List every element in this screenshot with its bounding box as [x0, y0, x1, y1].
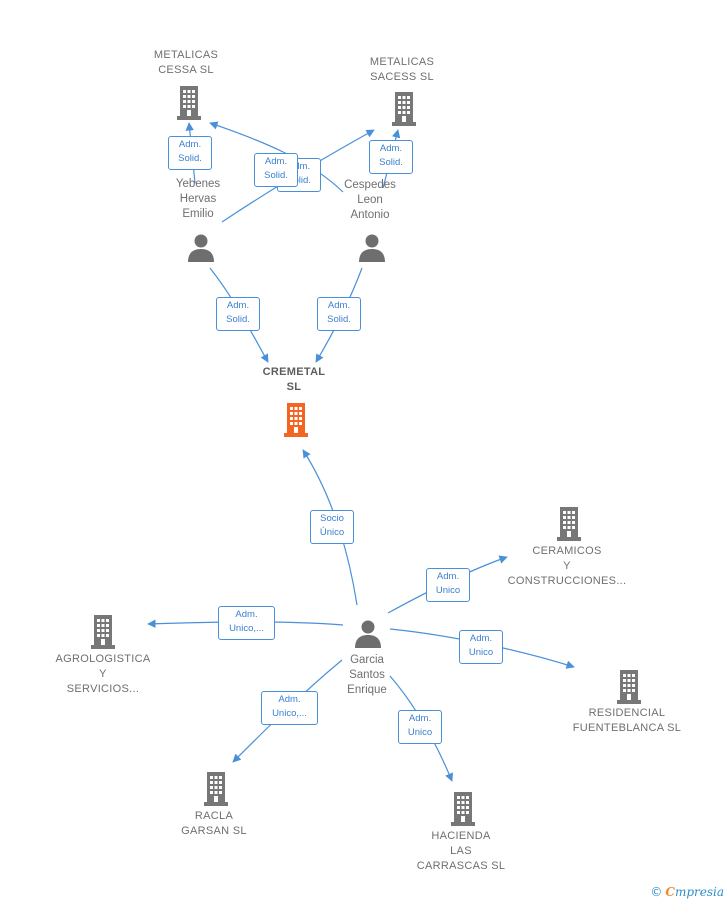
residencial-building-icon — [617, 670, 641, 704]
brand-rest: mpresia — [674, 885, 724, 899]
node-label-hacienda[interactable]: HACIENDA LAS CARRASCAS SL — [416, 830, 506, 872]
garcia-person-icon — [355, 620, 381, 648]
agrologistica-building-icon — [91, 615, 115, 649]
node-label-yebenes[interactable]: Yebenes Hervas Emilio — [175, 178, 221, 220]
node-label-cespedes[interactable]: Cespedes Leon Antonio — [344, 179, 396, 221]
edge-cespedes-cessa — [209, 121, 344, 193]
ceramicos-building-icon — [557, 507, 581, 541]
edge-label-garcia-residencial: Adm. Unico — [459, 630, 503, 664]
edge-label-garcia-racla: Adm. Unico,... — [261, 691, 318, 725]
edge-label-cespedes-cremetal: Adm. Solid. — [317, 297, 361, 331]
node-label-ceramicos[interactable]: CERAMICOS Y CONSTRUCCIONES... — [507, 545, 627, 587]
edge-label-garcia-cremetal: Socio Único — [310, 510, 354, 544]
yebenes-person-icon — [188, 234, 214, 262]
edge-label-garcia-ceramicos: Adm. Unico — [426, 568, 470, 602]
metalicas-sacess-building-icon — [392, 92, 416, 126]
node-label-metalicas-sacess[interactable]: METALICAS SACESS SL — [369, 56, 435, 83]
empresia-logo[interactable]: ©Cmpresia — [650, 885, 724, 899]
edge-label-garcia-hacienda: Adm. Unico — [398, 710, 442, 744]
node-label-garcia[interactable]: Garcia Santos Enrique — [347, 654, 387, 696]
edge-label-yebenes-cremetal: Adm. Solid. — [216, 297, 260, 331]
hacienda-building-icon — [451, 792, 475, 826]
edge-label-garcia-agro: Adm. Unico,... — [218, 606, 275, 640]
node-label-racla[interactable]: RACLA GARSAN SL — [181, 810, 247, 837]
copyright-symbol: © — [650, 885, 663, 899]
cespedes-person-icon — [359, 234, 385, 262]
brand-initial: C — [665, 885, 675, 899]
node-label-agrologistica[interactable]: AGROLOGISTICA Y SERVICIOS... — [55, 653, 151, 695]
cremetal-building-icon — [284, 403, 308, 437]
edge-label-cespedes-sacess: Adm. Solid. — [369, 140, 413, 174]
node-label-cremetal[interactable]: CREMETAL SL — [262, 366, 326, 393]
node-label-residencial[interactable]: RESIDENCIAL FUENTEBLANCA SL — [572, 707, 682, 734]
edge-label-yebenes-sacess: Adm. Solid. — [254, 153, 298, 187]
metalicas-cessa-building-icon — [177, 86, 201, 120]
edge-label-yebenes-cessa: Adm. Solid. — [168, 136, 212, 170]
node-label-metalicas-cessa[interactable]: METALICAS CESSA SL — [153, 49, 219, 76]
racla-building-icon — [204, 772, 228, 806]
